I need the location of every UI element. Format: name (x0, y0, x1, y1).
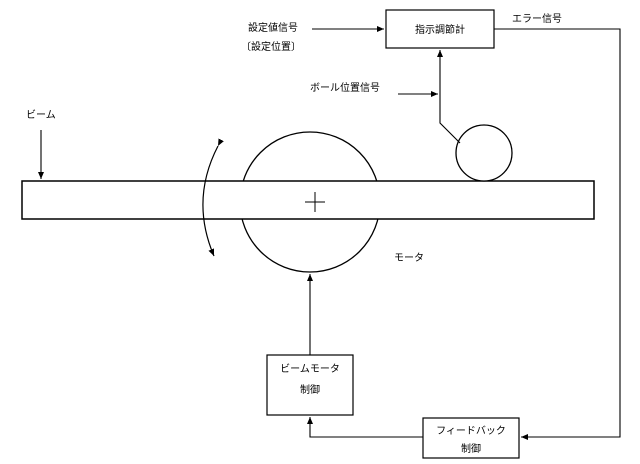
ball (455, 124, 513, 182)
ball-position-arrow (437, 50, 461, 144)
motor-label: モータ (394, 252, 424, 264)
beam-motor-control-label-2: 制御 (300, 383, 320, 396)
beam-bar (21, 180, 595, 220)
controller-block (385, 9, 495, 49)
rotation-arrow (202, 138, 224, 257)
error-signal-line (494, 28, 621, 440)
controller-label: 指示調節計 (415, 23, 465, 36)
feedback-control-label-1: フィードバック (436, 425, 506, 437)
setpoint-position-label: 〔設定位置〕 (241, 40, 301, 53)
error-signal-label: エラー信号 (512, 13, 562, 25)
feedback-to-motor-control-arrow (307, 417, 423, 438)
beam-motor-control-block (266, 354, 354, 416)
setpoint-signal-label: 設定値信号 (248, 21, 298, 34)
feedback-control-block (422, 417, 520, 459)
beam-pivot-mark (305, 192, 325, 212)
beam-label: ビーム (26, 109, 56, 121)
feedback-control-label-2: 制御 (461, 442, 481, 455)
beam-motor-control-label-1: ビームモータ (280, 363, 340, 375)
ball-position-signal-label: ボール位置信号 (310, 81, 380, 94)
